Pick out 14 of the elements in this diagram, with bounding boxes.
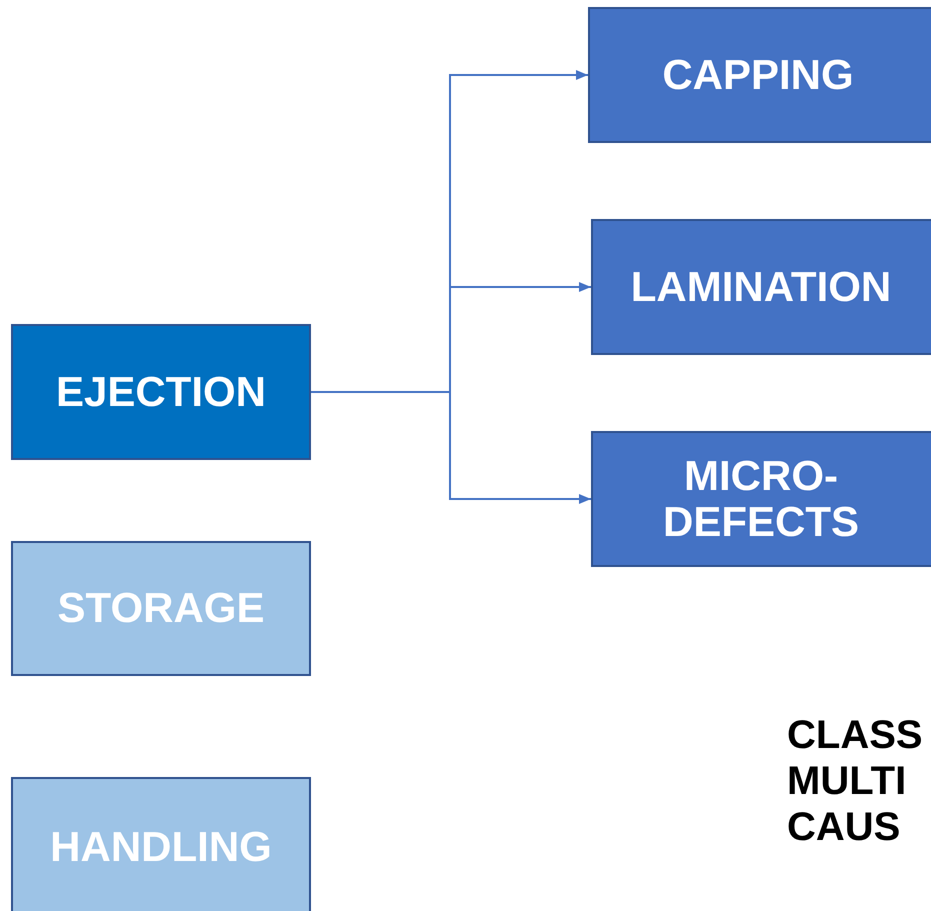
process-box [11, 541, 311, 676]
note-text: CLASS MULTI CAUS [787, 712, 924, 850]
process-box [588, 7, 931, 143]
box-label: HANDLING [50, 824, 272, 870]
process-box [11, 324, 311, 460]
process-box [591, 219, 931, 355]
box-label: STORAGE [58, 585, 264, 632]
arrow [311, 391, 591, 504]
box-label: LAMINATION [630, 264, 892, 310]
box-label: CAPPING [661, 52, 855, 98]
process-box [11, 777, 311, 911]
process-box [591, 431, 931, 567]
box-label: MICRO- DEFECTS [662, 452, 860, 546]
box-label: EJECTION [56, 368, 266, 416]
